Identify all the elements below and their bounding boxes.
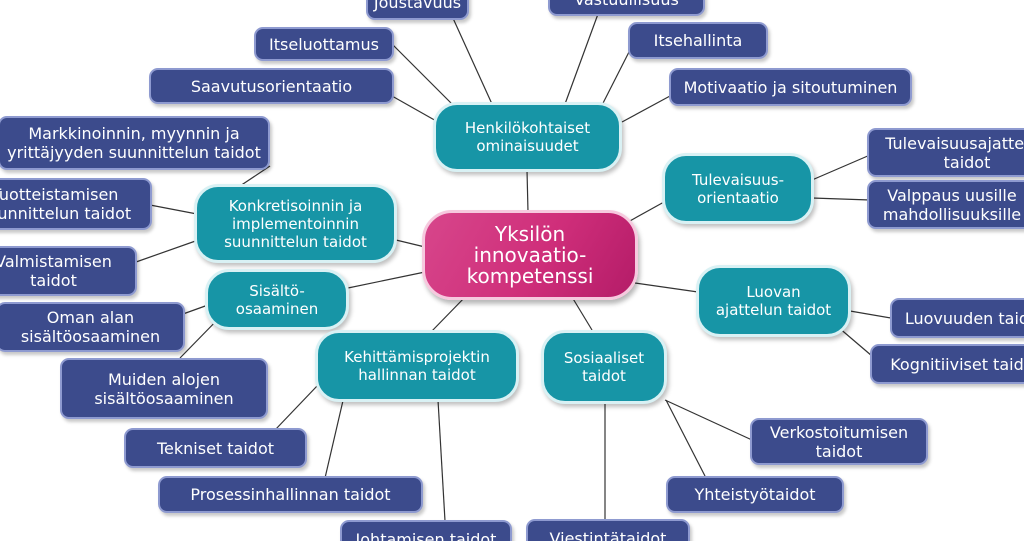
leaf-valmistamisen-taidot: Valmistamisen taidot bbox=[0, 246, 137, 296]
leaf-saavutusorientaatio: Saavutusorientaatio bbox=[149, 68, 394, 104]
leaf-tulevaisuusajattelun-taidot: Tulevaisuusajattelun taidot bbox=[867, 128, 1024, 177]
connector-vastuullisuus bbox=[564, 13, 599, 105]
connector-saavutusorientaatio bbox=[391, 95, 439, 123]
connector-valmistamisen bbox=[135, 237, 205, 263]
leaf-luovuuden-taidot: Luovuuden taidot bbox=[890, 298, 1024, 338]
hub-henkilokohtaiset-ominaisuudet: Henkilökohtaiset ominaisuudet bbox=[433, 102, 622, 172]
leaf-yhteistyotaidot: Yhteistyötaidot bbox=[666, 476, 844, 513]
hub-luovan-ajattelun-taidot: Luovan ajattelun taidot bbox=[696, 265, 851, 337]
leaf-viestintataidot: Viestintätaidot bbox=[526, 519, 690, 541]
leaf-muiden-alojen-sisaltoosaaminen: Muiden alojen sisältöosaaminen bbox=[60, 358, 268, 419]
leaf-itseluottamus: Itseluottamus bbox=[254, 27, 394, 61]
connector-verkostoitumisen bbox=[664, 399, 753, 441]
leaf-prosessinhallinnan-taidot: Prosessinhallinnan taidot bbox=[158, 476, 423, 513]
leaf-valppaus: Valppaus uusille mahdollisuuksille bbox=[867, 180, 1024, 229]
leaf-joustavuus: Joustavuus bbox=[366, 0, 469, 20]
connector-center-konkretisointi bbox=[395, 239, 426, 248]
connector-center-henkilokohtaiset bbox=[526, 169, 529, 213]
hub-sosiaaliset-taidot: Sosiaaliset taidot bbox=[541, 330, 667, 404]
connector-tulevaisuusajattelu bbox=[811, 154, 871, 181]
leaf-tekniset-taidot: Tekniset taidot bbox=[124, 428, 307, 468]
connector-joustavuus bbox=[451, 15, 493, 105]
hub-kehittamisprojektin-hallinta: Kehittämisprojektin hallinnan taidot bbox=[315, 330, 519, 402]
leaf-verkostoitumisen-taidot: Verkostoitumisen taidot bbox=[750, 418, 928, 465]
center-node: Yksilön innovaatio- kompetenssi bbox=[422, 210, 638, 300]
leaf-vastuullisuus: Vastuullisuus bbox=[548, 0, 705, 16]
leaf-markkinoinnin-suunnittelu: Markkinoinnin, myynnin ja yrittäjyyden s… bbox=[0, 116, 270, 170]
hub-tulevaisuusorientaatio: Tulevaisuus- orientaatio bbox=[662, 153, 814, 224]
hub-sisaltoosaaminen: Sisältö- osaaminen bbox=[205, 269, 349, 330]
leaf-itsehallinta: Itsehallinta bbox=[628, 22, 768, 59]
connector-valppaus bbox=[811, 197, 871, 201]
connector-itseluottamus bbox=[391, 43, 459, 111]
leaf-kognitiiviset-taidot: Kognitiiviset taidot bbox=[870, 344, 1024, 384]
connector-center-luova bbox=[634, 282, 699, 293]
leaf-johtamisen-taidot: Johtamisen taidot bbox=[340, 520, 512, 541]
connector-tekniset bbox=[274, 384, 319, 431]
connector-oman-alan bbox=[182, 304, 209, 315]
connector-luovuuden bbox=[849, 310, 892, 319]
connector-center-sisalto bbox=[347, 271, 426, 289]
connector-yhteistyotaidot bbox=[665, 399, 706, 477]
connector-motivaatio bbox=[621, 95, 671, 123]
leaf-tuotteistamisen-suunnittelu: Tuotteistamisen suunnittelun taidot bbox=[0, 178, 152, 230]
leaf-oman-alan-sisaltoosaaminen: Oman alan sisältöosaaminen bbox=[0, 302, 185, 352]
connector-center-tulevaisuus bbox=[627, 201, 665, 223]
connector-kognitiiviset bbox=[837, 326, 873, 357]
connector-center-sosiaaliset bbox=[571, 296, 593, 331]
connector-prosessinhallinnan bbox=[324, 391, 346, 479]
connector-johtamisen bbox=[437, 399, 446, 522]
connector-center-kehittamis bbox=[429, 293, 469, 334]
hub-konkretisointi: Konkretisoinnin ja implementoinnin suunn… bbox=[194, 184, 397, 263]
leaf-motivaatio-ja-sitoutuminen: Motivaatio ja sitoutuminen bbox=[669, 68, 912, 106]
connector-tuotteistamisen bbox=[149, 204, 198, 215]
